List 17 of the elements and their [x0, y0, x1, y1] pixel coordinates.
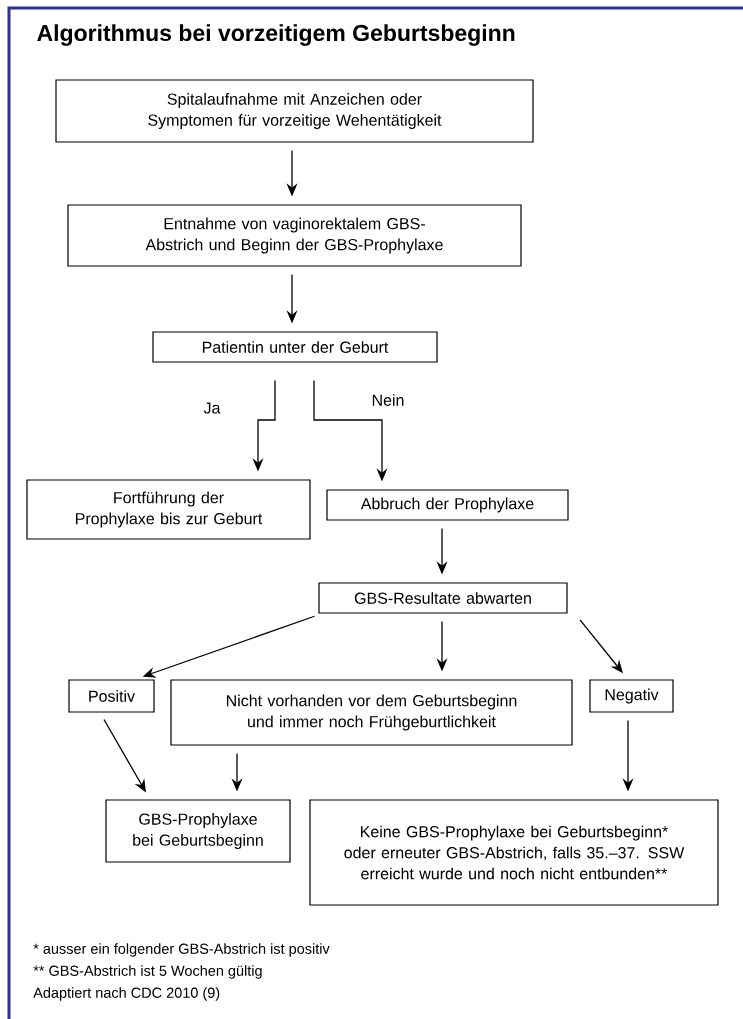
process-box: GBS-Resultate abwarten: [318, 582, 568, 614]
process-box: Patientin unter der Geburt: [152, 331, 438, 363]
process-box: Entnahme von vaginorektalem GBS-Abstrich und Beginn der GBS-Prophylaxe: [67, 204, 522, 267]
footnote: Adaptiert nach CDC 2010 (9): [33, 987, 220, 1001]
process-box: Fortführung der Prophylaxe bis zur Geburt: [26, 479, 311, 540]
process-box: Keine GBS-Prophylaxe bei Geburtsbeginn* oder erneuter GBS-Abstrich, falls 35.–37. SSW erreicht wurde und noch nicht entbunden**: [309, 799, 719, 906]
process-box: Positiv: [68, 679, 155, 713]
process-box: Spitalaufnahme mit Anzeichen oder Symptomen für vorzeitige Wehentätigkeit: [55, 79, 534, 143]
process-box: Nicht vorhanden vor dem Geburtsbeginn und immer noch Frühgeburtlichkeit: [170, 679, 573, 746]
process-box: Abbruch der Prophylaxe: [326, 489, 569, 521]
edge-label: Nein: [370, 393, 406, 407]
edge-label: Ja: [202, 401, 222, 415]
footnote: * ausser ein folgender GBS-Abstrich ist positiv: [33, 943, 330, 957]
title: Algorithmus bei vorzeitigem Geburtsbeginn: [37, 24, 515, 46]
footnote: ** GBS-Abstrich ist 5 Wochen gültig: [33, 965, 262, 979]
process-box: GBS-Prophylaxe bei Geburtsbeginn: [105, 799, 291, 863]
process-box: Negativ: [589, 679, 674, 713]
